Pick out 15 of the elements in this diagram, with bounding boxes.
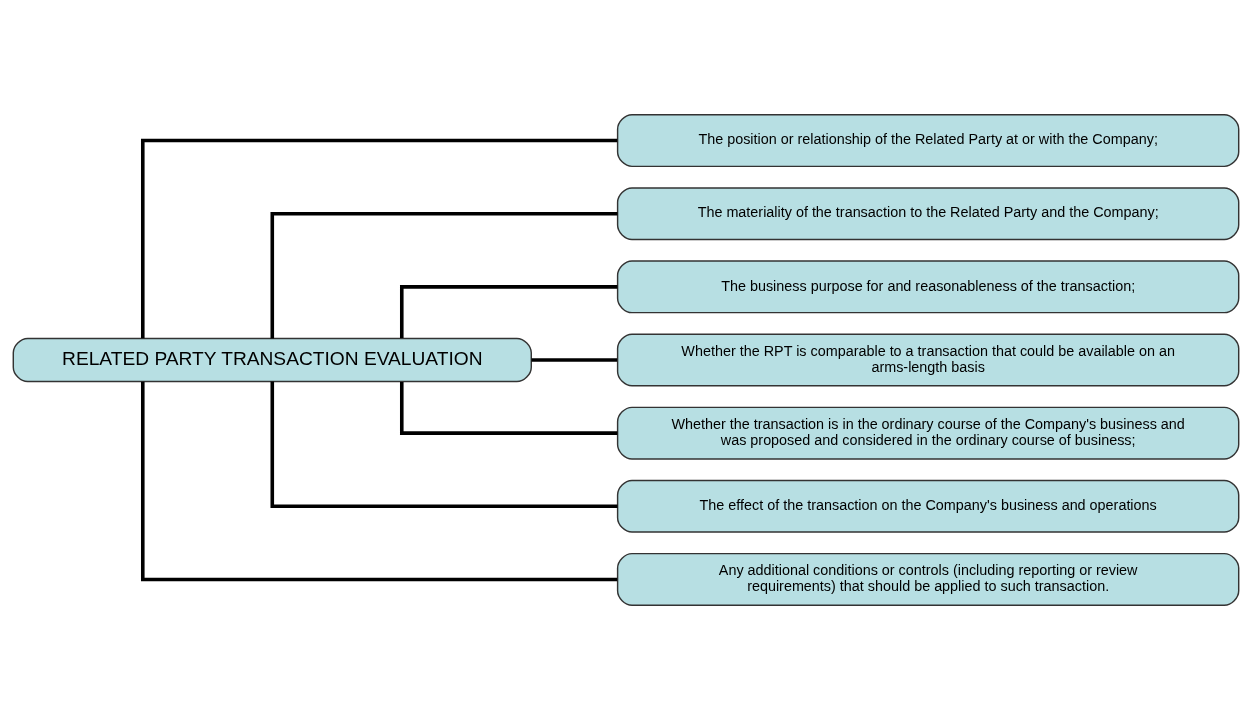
node-box: Any additional conditions or controls (including reporting or review requirements) that should be applied to such transaction.	[616, 552, 1240, 606]
connector	[141, 381, 618, 581]
connector	[270, 211, 618, 338]
connector	[141, 138, 618, 338]
connector	[399, 284, 618, 338]
node-box: Whether the RPT is comparable to a transaction that could be available on an arms-length basis	[616, 333, 1240, 386]
connector	[399, 381, 618, 435]
node-box: The business purpose for and reasonableness of the transaction;	[616, 259, 1240, 313]
connector	[531, 357, 618, 362]
node-box: The effect of the transaction on the Company's business and operations	[616, 479, 1240, 533]
node-box: The materiality of the transaction to the Related Party and the Company;	[616, 186, 1240, 240]
node-box: The position or relationship of the Related Party at or with the Company;	[616, 113, 1240, 167]
connector	[270, 381, 618, 508]
node-box: Whether the transaction is in the ordinary course of the Company's business and was proposed and considered in the ordinary course of business;	[616, 406, 1240, 460]
node-box: RELATED PARTY TRANSACTION EVALUATION	[12, 337, 532, 382]
